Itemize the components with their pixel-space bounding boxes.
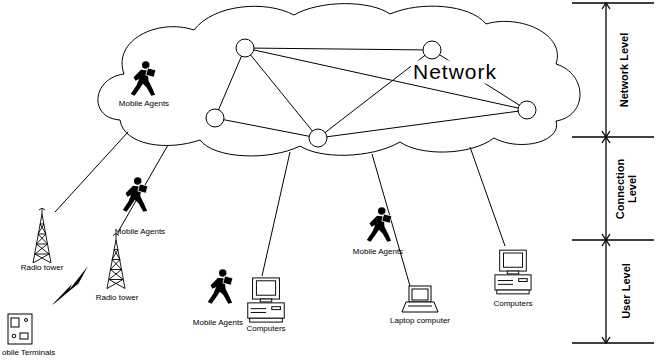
- network-cloud: [98, 4, 580, 156]
- device-label: Laptop computer: [390, 317, 450, 325]
- level-bracket: [572, 3, 654, 343]
- network-graph: [206, 39, 536, 147]
- network-title: Network: [411, 60, 499, 83]
- mobile-agent-figure: [123, 177, 148, 212]
- device-label: Computers: [246, 325, 285, 333]
- mobile-agent-figure: [208, 269, 233, 304]
- laptop-icon: [402, 286, 438, 312]
- level-label: Connection Level: [614, 157, 638, 221]
- computer-icon: [248, 278, 284, 322]
- access-links: [55, 132, 505, 286]
- level-label: Network Level: [618, 33, 630, 108]
- device-label: Mobile Agents: [353, 248, 403, 256]
- device-label: Mobile Agents: [115, 228, 165, 236]
- network-cloud-node: Network: [110, 0, 580, 150]
- mobile-agent-figure: [131, 61, 156, 96]
- device-label: Radio tower: [96, 294, 139, 302]
- computer-icon: [495, 250, 531, 294]
- radio-tower-icon: [107, 234, 125, 289]
- device-label: Mobile Agents: [193, 319, 243, 327]
- device-label: Mobile Agents: [119, 100, 169, 108]
- device-label: Radio tower: [21, 264, 64, 272]
- mobile-terminal-icon: [8, 314, 32, 344]
- level-label: User Level: [620, 263, 632, 319]
- radio-tower-icon: [33, 208, 51, 263]
- device-label: Computers: [493, 300, 532, 308]
- device-label: obile Terminals: [2, 349, 55, 357]
- mobile-agent-figure: [367, 207, 392, 242]
